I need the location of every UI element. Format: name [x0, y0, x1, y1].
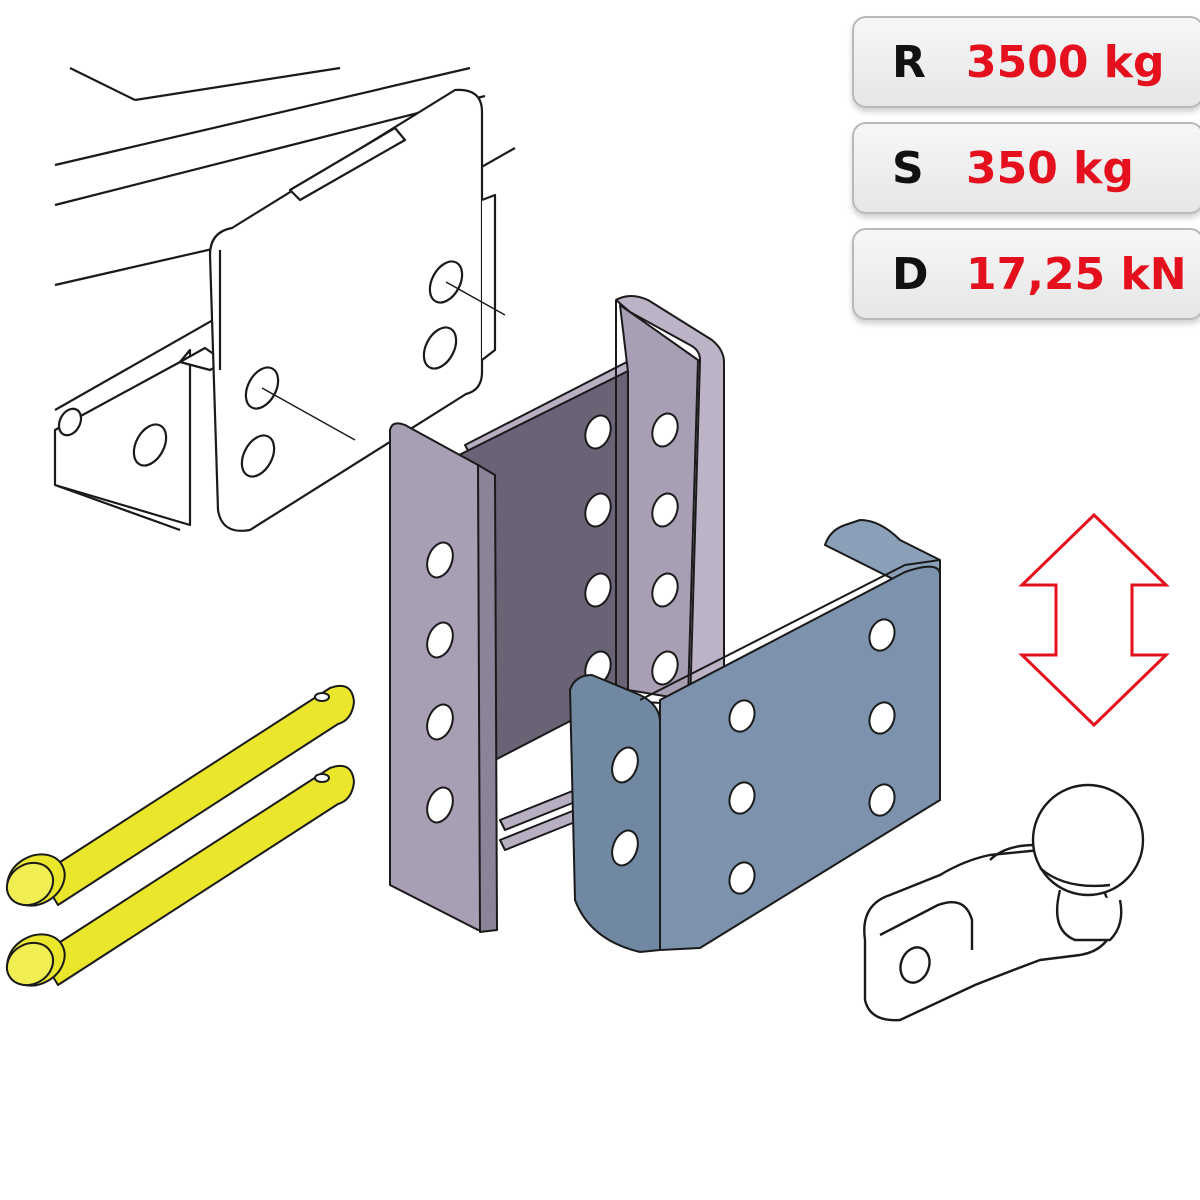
- spec-letter-s: S: [892, 143, 924, 194]
- spec-letter-d: D: [892, 249, 929, 300]
- double-arrow-vertical-icon: [1018, 512, 1170, 728]
- tow-ball-coupling: [863, 783, 1145, 1022]
- locking-pin-lower: [5, 764, 355, 987]
- spec-letter-r: R: [892, 37, 926, 88]
- front-ball-mount-bracket: [569, 519, 941, 953]
- locking-pin-upper: [5, 684, 355, 907]
- spec-value-s: 350 kg: [966, 143, 1134, 194]
- spec-value-d: 17,25 kN: [966, 249, 1187, 300]
- spec-value-r: 3500 kg: [966, 37, 1165, 88]
- rear-height-adjust-bracket: [389, 295, 725, 933]
- locking-pins: [5, 684, 355, 987]
- spec-box-d: D 17,25 kN: [852, 228, 1200, 320]
- vehicle-chassis-frame: [53, 66, 516, 532]
- spec-box-s: S 350 kg: [852, 122, 1200, 214]
- spec-box-r: R 3500 kg: [852, 16, 1200, 108]
